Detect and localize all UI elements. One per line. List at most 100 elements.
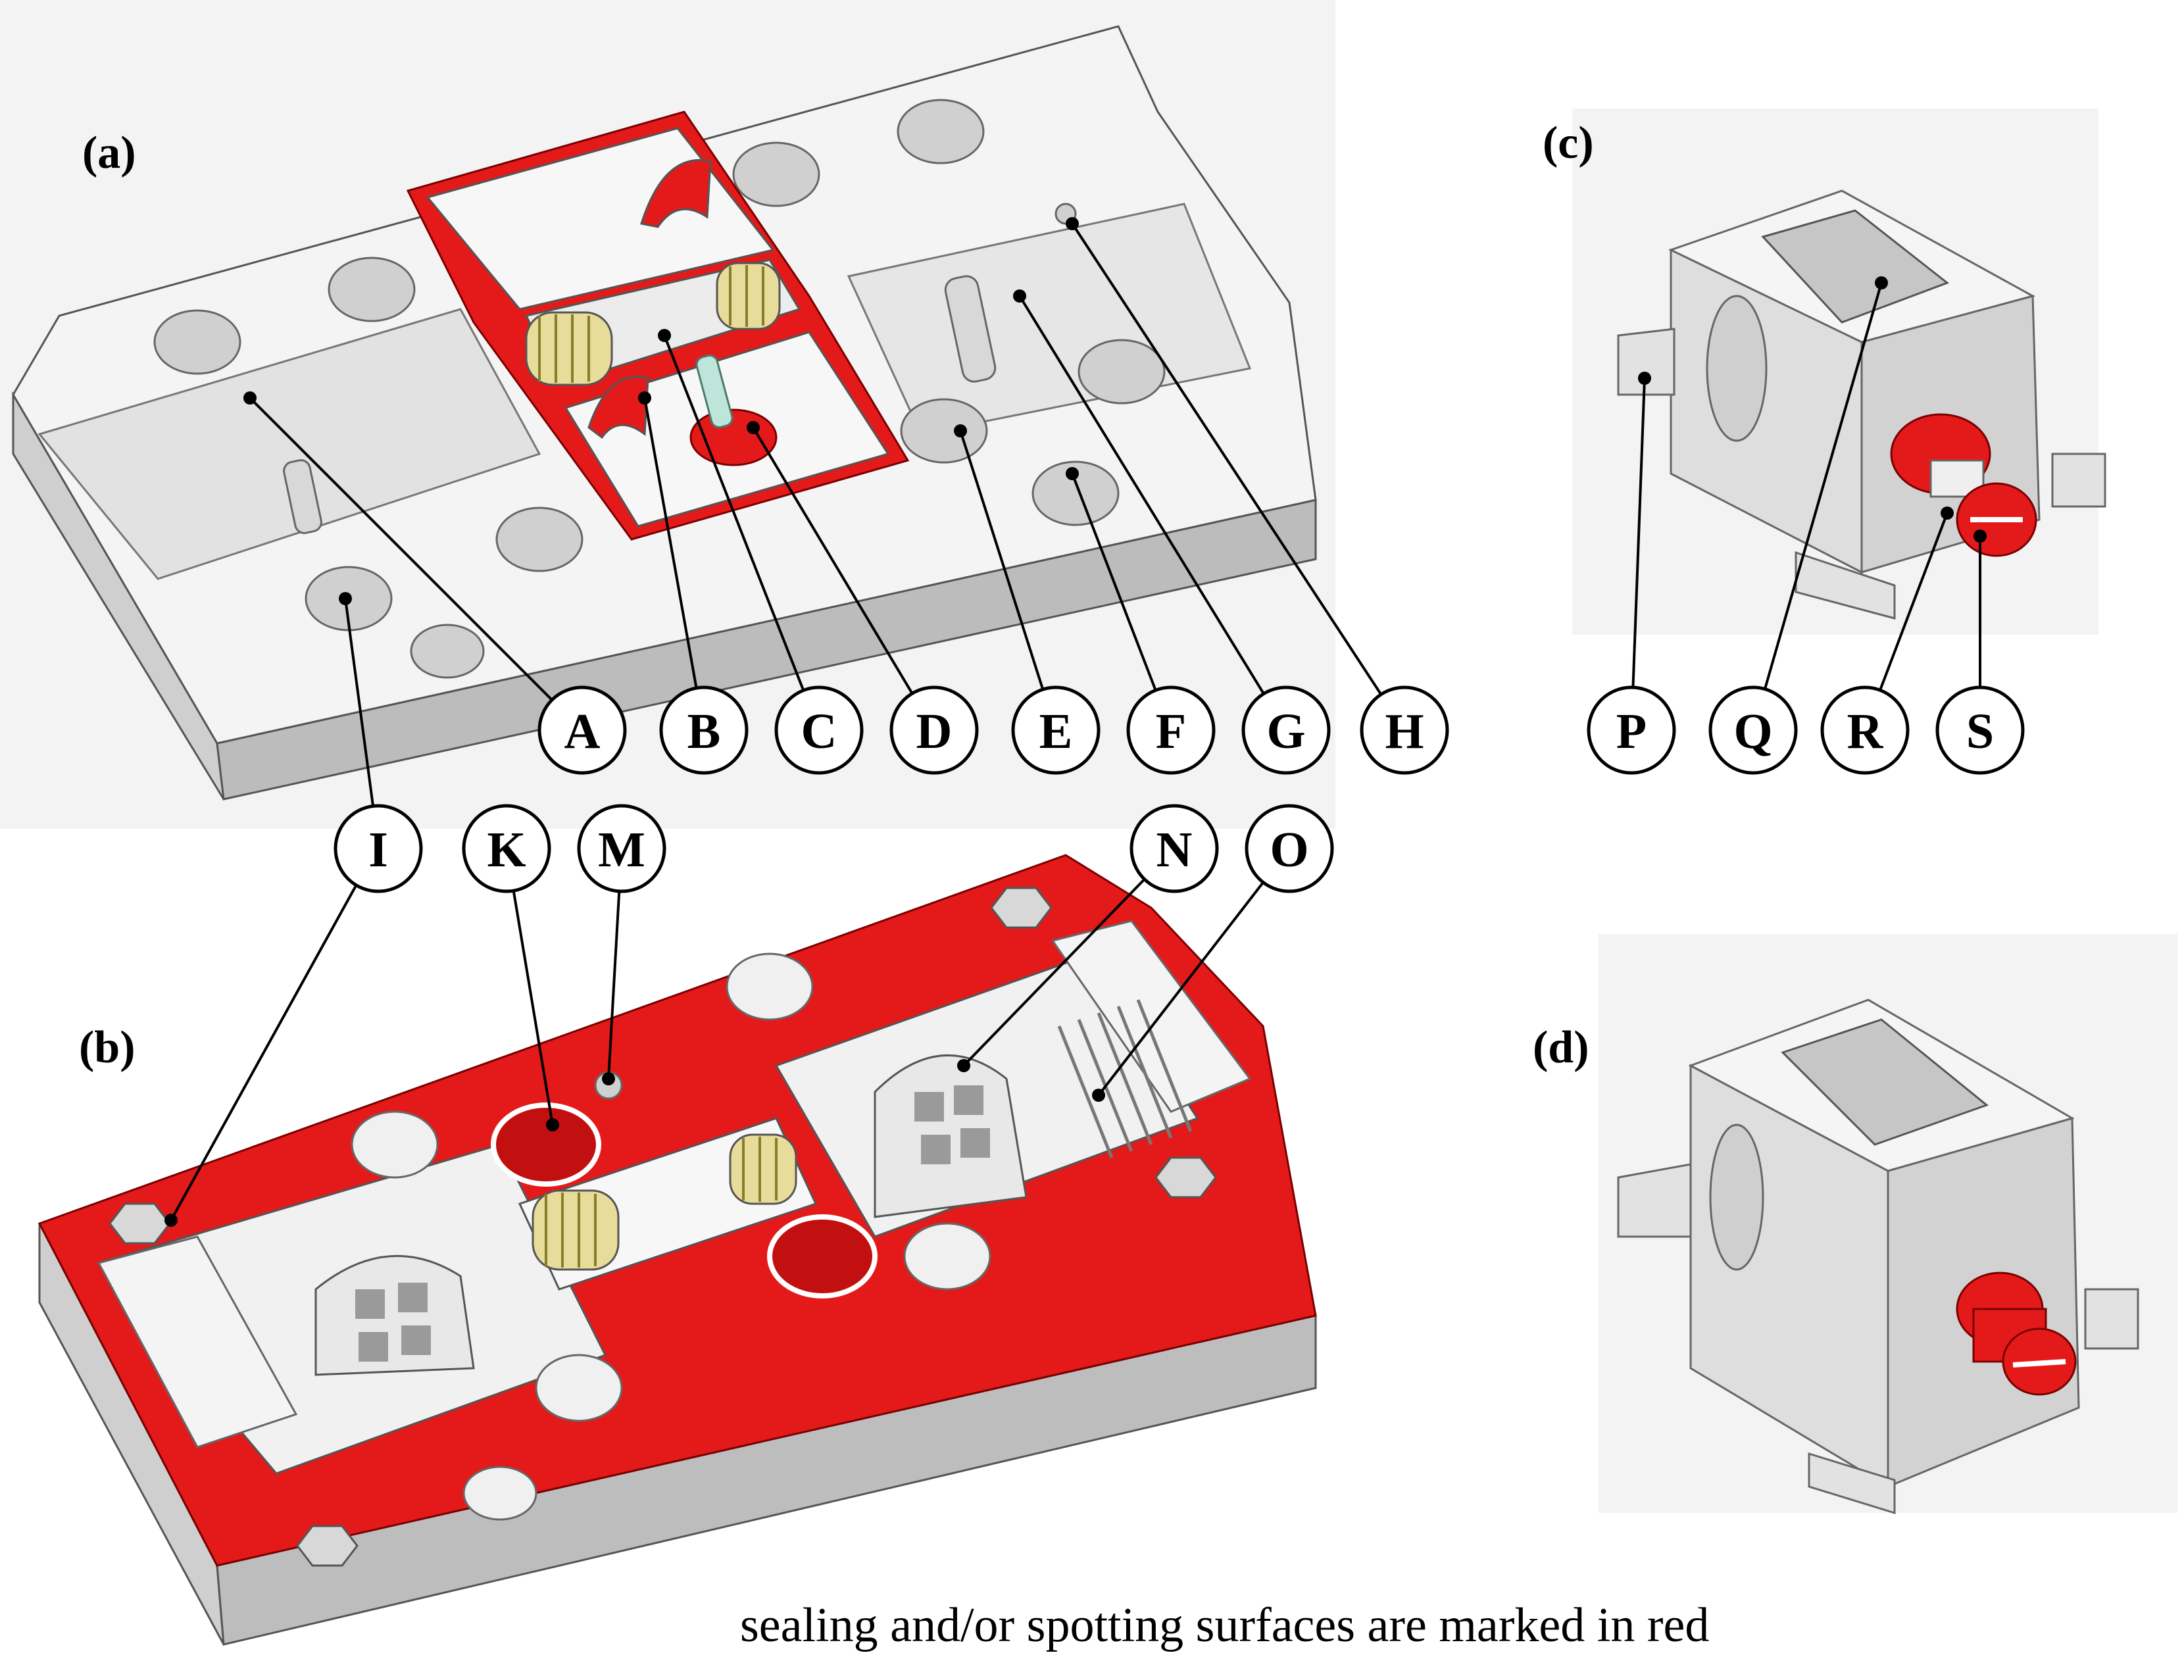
callout-H-label: H xyxy=(1385,704,1424,759)
callout-labels: A B C D E F G H I K M N O P Q R S xyxy=(368,704,1994,877)
leader-D xyxy=(752,426,935,731)
callout-Q-label: Q xyxy=(1733,704,1772,759)
leader-dots xyxy=(164,217,1987,1227)
callout-H-circle xyxy=(1360,685,1449,775)
insert-c-top-opening xyxy=(1761,209,1950,324)
mold-a-threaded-core-left xyxy=(525,311,613,386)
insert-block-d xyxy=(1617,999,2139,1515)
callout-M-label: M xyxy=(598,822,645,877)
leader-G xyxy=(1018,295,1287,731)
mold-b-slider-left xyxy=(97,1235,298,1448)
leader-C xyxy=(663,335,820,731)
callout-A-circle xyxy=(537,685,627,775)
mold-a-hole-4 xyxy=(495,506,583,572)
mold-half-a xyxy=(12,25,1317,801)
insert-d-flange-left xyxy=(1617,1163,1692,1238)
leader-P xyxy=(1630,378,1646,731)
mold-a-slot-right xyxy=(944,275,997,383)
callout-I-circle xyxy=(334,804,423,893)
leader-Q xyxy=(1752,282,1883,731)
leader-B xyxy=(643,397,705,731)
mold-b-hole-4 xyxy=(535,1354,623,1422)
insert-block-c xyxy=(1617,189,2106,620)
mold-b-threaded-core-right xyxy=(729,1133,797,1205)
callout-P-circle xyxy=(1587,685,1676,775)
callout-N-label: N xyxy=(1156,822,1193,877)
mold-b-hole-5 xyxy=(462,1466,537,1521)
mold-a-hole-10 xyxy=(410,624,485,679)
callout-S-label: S xyxy=(1966,704,1994,759)
mold-a-rib-cavity-top xyxy=(640,159,712,228)
callout-O-label: O xyxy=(1270,822,1308,877)
callout-K-circle xyxy=(462,804,551,893)
callout-C-circle xyxy=(774,685,864,775)
leader-I-top xyxy=(344,598,380,846)
leader-F xyxy=(1071,473,1172,731)
callout-F-label: F xyxy=(1156,704,1186,759)
insert-c-flange-left xyxy=(1617,328,1675,396)
mold-b-rib-core-left xyxy=(314,1254,475,1376)
mold-a-pocket-left xyxy=(37,308,541,580)
panel-label-c: (c) xyxy=(1543,118,1594,168)
callout-Q-circle xyxy=(1708,685,1798,775)
leader-lines xyxy=(170,222,1981,1221)
figure-caption: sealing and/or spotting surfaces are mar… xyxy=(740,1598,1709,1652)
callout-C-label: C xyxy=(801,704,837,759)
callout-B-circle xyxy=(659,685,749,775)
mold-a-hole-8 xyxy=(900,398,988,464)
mold-a-hole-6 xyxy=(732,141,820,207)
panel-labels: (a) (b) (c) (d) xyxy=(79,118,1594,1073)
callout-S-circle xyxy=(1935,685,2025,775)
mold-b-threaded-core-left xyxy=(532,1189,620,1271)
callout-O-circle xyxy=(1245,804,1334,893)
mold-half-b xyxy=(37,854,1317,1646)
callout-A-label: A xyxy=(564,704,601,759)
callout-I-label: I xyxy=(368,822,388,877)
mold-a-hole-1 xyxy=(153,309,241,375)
leader-H xyxy=(1071,222,1406,731)
mold-a-hole-7 xyxy=(1078,339,1166,405)
callout-P-label: P xyxy=(1616,704,1647,759)
callout-R-circle xyxy=(1820,685,1910,775)
mold-b-sprue-hole-left xyxy=(491,1102,601,1187)
insert-d-flange-bottom xyxy=(1808,1452,1896,1515)
leader-O xyxy=(1097,847,1291,1097)
mold-b-rib-core-right xyxy=(874,1054,1028,1218)
callout-G-circle xyxy=(1241,685,1331,775)
mold-b-hex-screw-1 xyxy=(109,1202,171,1245)
callout-circles xyxy=(334,685,2025,893)
insert-c-flange-right xyxy=(2051,453,2106,508)
callout-R-label: R xyxy=(1847,704,1884,759)
mold-b-hex-screw-4 xyxy=(296,1525,359,1567)
callout-B-label: B xyxy=(687,704,721,759)
leader-I-bottom xyxy=(170,845,380,1221)
leader-A xyxy=(249,397,583,731)
mold-a-hole-5 xyxy=(897,99,985,164)
callout-E-circle xyxy=(1011,685,1101,775)
callout-F-circle xyxy=(1126,685,1216,775)
insert-d-flange-right xyxy=(2084,1288,2139,1350)
mold-b-hex-screw-3 xyxy=(1154,1156,1217,1198)
mold-b-hole-3 xyxy=(903,1222,991,1291)
insert-d-top-opening xyxy=(1781,1018,1989,1146)
callout-D-circle xyxy=(889,685,979,775)
callout-K-label: K xyxy=(487,822,526,877)
mold-b-hole-2 xyxy=(726,952,814,1021)
mold-a-slot-left xyxy=(283,459,322,534)
mold-b-holes xyxy=(351,952,991,1521)
mold-a-runner-channel xyxy=(695,354,733,429)
mold-a-hole-9 xyxy=(1031,460,1120,526)
panel-label-a: (a) xyxy=(82,128,136,178)
callout-N-circle xyxy=(1129,804,1219,893)
mold-b-sprue-hole-right xyxy=(767,1214,878,1298)
insert-c-side-bore xyxy=(1706,295,1768,442)
mold-b-hole-1 xyxy=(351,1110,439,1179)
leader-K xyxy=(505,848,554,1125)
leader-N xyxy=(962,847,1176,1067)
callout-E-label: E xyxy=(1039,704,1073,759)
mold-a-threaded-core-right xyxy=(716,262,781,330)
leader-E xyxy=(959,430,1057,731)
callout-M-circle xyxy=(577,804,666,893)
mold-b-hex-screw-2 xyxy=(990,887,1053,929)
